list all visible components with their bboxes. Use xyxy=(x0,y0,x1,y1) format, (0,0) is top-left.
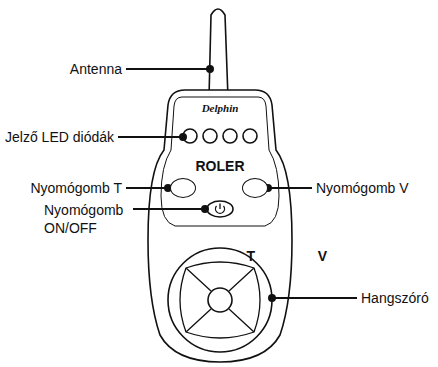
leader-line xyxy=(126,68,210,70)
part-label: Nyomógomb T xyxy=(30,179,122,197)
device-body xyxy=(148,90,292,362)
antenna xyxy=(209,9,228,98)
speaker-grille xyxy=(180,262,260,338)
power-button xyxy=(207,201,233,217)
part-label: Nyomógomb ON/OFF xyxy=(44,201,130,237)
part-label: Jelző LED diódák xyxy=(5,128,114,146)
leader-dot xyxy=(269,295,275,301)
part-label: Hangszóró xyxy=(361,289,429,307)
brand-logo: Delphin xyxy=(202,102,239,115)
face-panel xyxy=(161,97,279,226)
leader-line xyxy=(118,136,183,138)
button-letter: V xyxy=(318,248,327,264)
leader-line xyxy=(272,297,357,299)
leader-line xyxy=(126,187,168,189)
power-symbol xyxy=(216,204,225,214)
device-housing: DelphinROLERTV xyxy=(148,90,292,362)
leader-dot xyxy=(202,206,208,212)
push-button: V xyxy=(242,178,268,198)
leader-line xyxy=(133,208,205,210)
speaker-spokes xyxy=(186,268,254,332)
led xyxy=(243,129,257,143)
button-letter: T xyxy=(246,248,255,264)
part-label: Nyomógomb V xyxy=(316,179,409,197)
model-name: ROLER xyxy=(196,158,245,174)
speaker xyxy=(168,248,272,352)
push-button: T xyxy=(170,178,196,198)
part-label: Antenna xyxy=(70,60,122,78)
speaker-center xyxy=(208,288,232,312)
led xyxy=(203,129,217,143)
led xyxy=(223,129,237,143)
leader-dot xyxy=(180,134,186,140)
leader-line xyxy=(268,187,312,189)
leader-dot xyxy=(207,66,213,72)
